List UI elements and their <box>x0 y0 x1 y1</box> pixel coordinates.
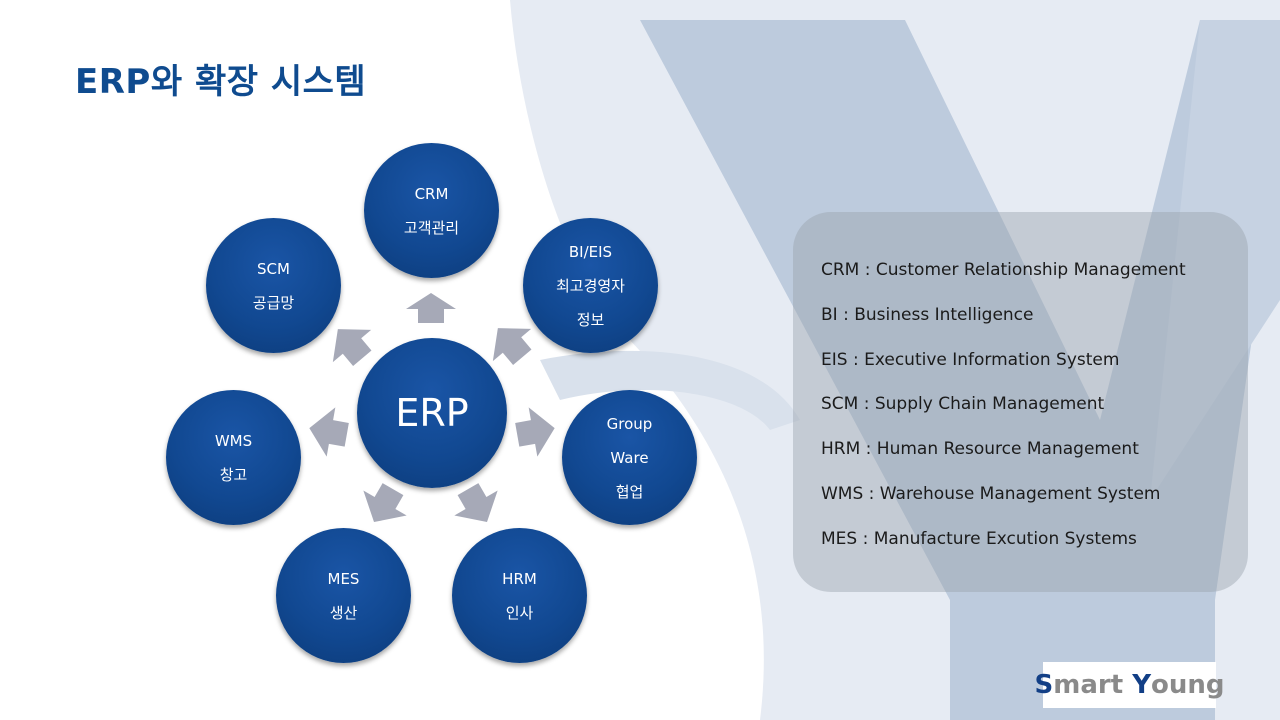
arrow-to-crm <box>406 293 456 323</box>
node-wms-line-2: 창고 <box>219 465 248 484</box>
logo-text-oung: oung <box>1151 670 1225 700</box>
node-crm-line-1: CRM <box>414 184 449 203</box>
node-groupware-line-3: 협업 <box>615 482 644 501</box>
node-mes-line-2: 생산 <box>329 603 358 622</box>
arrow-to-bieis <box>492 328 532 365</box>
node-hrm-line-1: HRM <box>502 569 537 588</box>
node-mes-line-1: MES <box>327 569 360 588</box>
node-scm: SCM 공급망 <box>206 218 341 353</box>
node-groupware: Group Ware 협업 <box>562 390 697 525</box>
node-scm-line-2: 공급망 <box>252 293 295 312</box>
node-groupware-line-2: Ware <box>610 448 649 467</box>
logo-letter-s: S <box>1034 670 1054 700</box>
legend-item-mes: MES : Manufacture Excution Systems <box>821 528 1137 549</box>
legend-item-bi: BI : Business Intelligence <box>821 304 1034 325</box>
background-ring <box>540 350 800 430</box>
legend-item-eis: EIS : Executive Information System <box>821 349 1120 370</box>
logo-letter-y: Y <box>1132 670 1152 700</box>
node-erp: ERP <box>357 338 507 488</box>
node-hrm: HRM 인사 <box>452 528 587 663</box>
node-groupware-line-1: Group <box>606 414 653 433</box>
node-crm: CRM 고객관리 <box>364 143 499 278</box>
node-scm-line-1: SCM <box>257 259 290 278</box>
arrow-to-wms <box>309 407 349 457</box>
legend-item-scm: SCM : Supply Chain Management <box>821 394 1105 415</box>
arrow-to-scm <box>332 329 372 366</box>
node-crm-line-2: 고객관리 <box>403 218 460 237</box>
legend-item-crm: CRM : Customer Relationship Management <box>821 260 1186 280</box>
page-title: ERP와 확장 시스템 <box>75 62 367 102</box>
logo-text-mart: mart <box>1053 670 1133 700</box>
node-wms: WMS 창고 <box>166 390 301 525</box>
legend-item-hrm: HRM : Human Resource Management <box>821 439 1139 460</box>
node-mes: MES 생산 <box>276 528 411 663</box>
legend-panel <box>793 212 1248 592</box>
node-bieis-line-2: 최고경영자 <box>555 276 625 295</box>
node-erp-label: ERP <box>395 391 469 435</box>
node-bieis: BI/EIS 최고경영자 정보 <box>523 218 658 353</box>
arrow-to-mes <box>363 483 407 523</box>
legend-item-wms: WMS : Warehouse Management System <box>821 483 1161 504</box>
node-bieis-line-3: 정보 <box>576 310 605 329</box>
arrow-to-groupware <box>515 407 555 457</box>
node-wms-line-1: WMS <box>214 431 253 450</box>
arrow-to-hrm <box>454 483 498 523</box>
background-y-arm <box>1150 20 1280 500</box>
node-hrm-line-2: 인사 <box>505 603 534 622</box>
legend-list: CRM : Customer Relationship Management B… <box>821 255 1186 569</box>
node-bieis-line-1: BI/EIS <box>568 242 613 261</box>
background-y-letter <box>640 20 1280 720</box>
